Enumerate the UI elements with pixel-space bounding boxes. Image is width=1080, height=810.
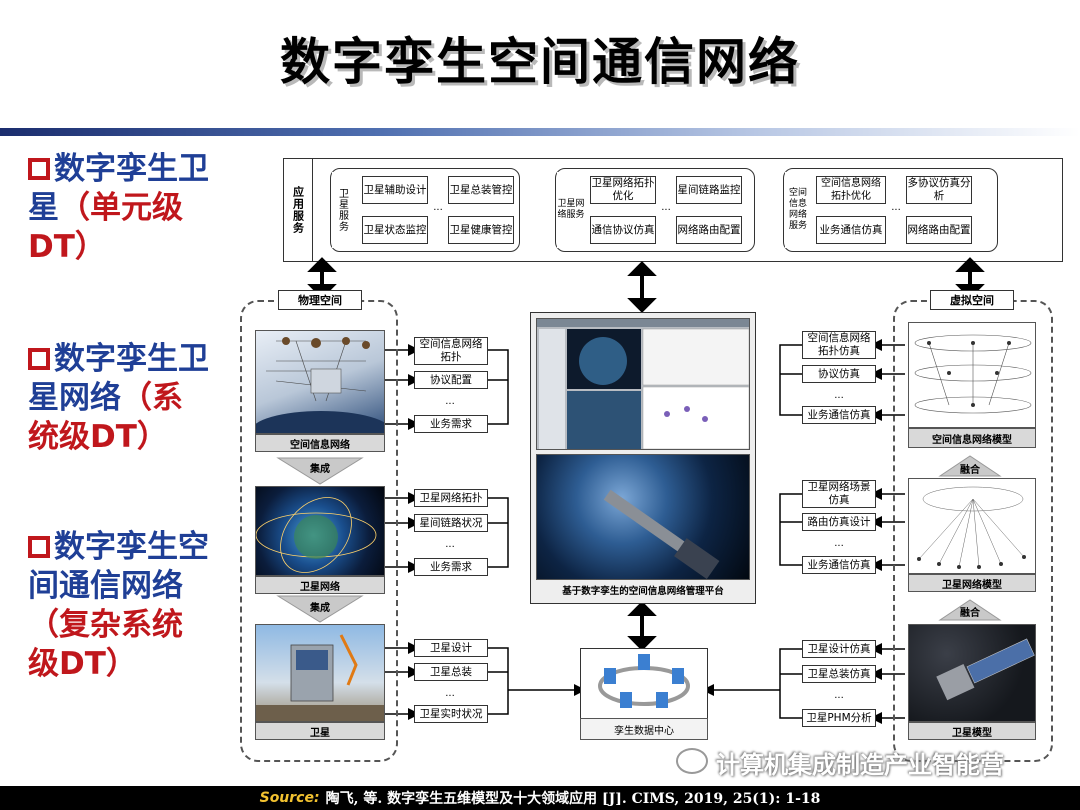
- app-item-topo-opt: 卫星网络拓扑优化: [590, 176, 656, 204]
- virtual-caption-1: 空间信息网络模型: [908, 428, 1036, 448]
- virtual-model-3-image: [908, 624, 1036, 722]
- physical-caption-2: 卫星网络: [255, 576, 385, 594]
- physical-attr-demand-2: 业务需求: [414, 558, 488, 576]
- merge-label: 集成: [310, 603, 330, 614]
- app-item-sat-design: 卫星辅助设计: [362, 176, 428, 204]
- dots: ...: [834, 390, 844, 401]
- dots: ...: [445, 396, 455, 407]
- physical-space-label: 物理空间: [278, 290, 362, 310]
- physical-attr-satnet-topology: 卫星网络拓扑: [414, 489, 488, 507]
- dots: ...: [891, 202, 901, 213]
- physical-caption-3: 卫星: [255, 722, 385, 740]
- square-bullet-icon: [28, 158, 50, 180]
- datacenter-caption: 孪生数据中心: [580, 718, 708, 740]
- virtual-attr-business-sim-2: 业务通信仿真: [802, 556, 876, 574]
- app-item-sat-assembly: 卫星总装管控: [448, 176, 514, 204]
- satellite-render-icon: [603, 489, 720, 579]
- virtual-attr-scene-sim: 卫星网络场景仿真: [802, 480, 876, 508]
- physical-attr-protocol: 协议配置: [414, 371, 488, 389]
- platform-screenshot-2: [536, 454, 750, 580]
- app-item-protocol-sim: 通信协议仿真: [590, 216, 656, 244]
- app-group-1-label: 卫星服务: [332, 172, 352, 248]
- left-item-space-network: 数字孪生空间通信网络（复杂系统级DT）: [28, 528, 213, 684]
- square-bullet-icon: [28, 536, 50, 558]
- left-item-1-level: （单元级: [59, 190, 183, 226]
- watermark: 计算机集成制造产业智能营: [716, 751, 1004, 779]
- page-title: 数字孪生空间通信网络: [280, 33, 800, 91]
- title-divider: [0, 128, 1080, 136]
- app-item-multi-protocol: 多协议仿真分析: [906, 176, 972, 204]
- physical-attr-demand-1: 业务需求: [414, 415, 488, 433]
- fusion-label: 融合: [960, 608, 980, 619]
- app-item-routing: 网络路由配置: [676, 216, 742, 244]
- platform-caption: 基于数字孪生的空间信息网络管理平台: [562, 585, 724, 597]
- app-item-business-sim: 业务通信仿真: [816, 216, 886, 244]
- virtual-attr-phm: 卫星PHM分析: [802, 709, 876, 727]
- app-item-routing-2: 网络路由配置: [906, 216, 972, 244]
- left-item-1-main: 数字孪生卫星: [28, 151, 209, 226]
- virtual-attr-design-sim: 卫星设计仿真: [802, 640, 876, 658]
- app-item-spacenet-topo: 空间信息网络拓扑优化: [816, 176, 886, 204]
- server-network-icon: [598, 654, 690, 708]
- virtual-attr-protocol-sim: 协议仿真: [802, 365, 876, 383]
- left-item-3-level2: 级DT）: [28, 646, 137, 682]
- source-bar: Source: 陶飞, 等. 数字孪生五维模型及十大领域应用 [J]. CIMS…: [0, 786, 1080, 810]
- left-item-satellite-network: 数字孪生卫星网络（系统级DT）: [28, 340, 213, 457]
- dots: ...: [834, 690, 844, 701]
- left-item-2-level2: 统级DT）: [28, 419, 168, 455]
- virtual-caption-3: 卫星模型: [908, 722, 1036, 740]
- square-bullet-icon: [28, 348, 50, 370]
- app-group-3-label: 空间信息网络服务: [785, 172, 811, 248]
- orbit-icon: [256, 497, 377, 573]
- wechat-icon: [676, 748, 708, 774]
- physical-attr-sat-design: 卫星设计: [414, 639, 488, 657]
- virtual-attr-assembly-sim: 卫星总装仿真: [802, 665, 876, 683]
- app-group-2-label: 卫星网络服务: [557, 172, 585, 248]
- app-item-sat-health: 卫星健康管控: [448, 216, 514, 244]
- virtual-space-label: 虚拟空间: [930, 290, 1014, 310]
- satellite-image: [255, 624, 385, 722]
- dots: ...: [445, 688, 455, 699]
- left-item-2-main: 数字孪生卫星网络: [28, 341, 209, 416]
- left-item-1-level2: DT）: [28, 229, 106, 265]
- source-citation: 陶飞, 等. 数字孪生五维模型及十大领域应用 [J]. CIMS, 2019, …: [325, 791, 821, 807]
- physical-caption-1: 空间信息网络: [255, 434, 385, 452]
- dots: ...: [834, 538, 844, 549]
- space-network-image: [255, 330, 385, 434]
- network-model-icon: [914, 334, 1032, 414]
- virtual-attr-business-sim-1: 业务通信仿真: [802, 406, 876, 424]
- app-service-label: 应用服务: [283, 158, 313, 262]
- left-item-3-level: （复杂系统: [28, 607, 183, 643]
- network-diagram-icon: [256, 337, 384, 433]
- virtual-model-2-image: [908, 478, 1036, 574]
- platform-screenshot-1: [536, 318, 750, 450]
- dots: ...: [445, 539, 455, 550]
- virtual-model-1-image: [908, 322, 1036, 428]
- satnet-model-icon: [917, 486, 1026, 569]
- physical-attr-topology: 空间信息网络拓扑: [414, 337, 488, 365]
- left-item-3-main: 数字孪生空间通信网络: [28, 529, 209, 604]
- virtual-attr-routing-sim: 路由仿真设计: [802, 513, 876, 531]
- merge-label: 集成: [310, 464, 330, 475]
- physical-attr-sat-assembly: 卫星总装: [414, 663, 488, 681]
- platform-ui-icon: [537, 319, 749, 449]
- source-label: Source:: [259, 790, 320, 806]
- satellite-assembly-icon: [256, 634, 384, 721]
- dots: ...: [433, 202, 443, 213]
- physical-attr-isl-status: 星间链路状况: [414, 514, 488, 532]
- physical-attr-sat-realtime: 卫星实时状况: [414, 705, 488, 723]
- app-item-isl-monitor: 星间链路监控: [676, 176, 742, 204]
- virtual-caption-2: 卫星网络模型: [908, 574, 1036, 592]
- satellite-network-image: [255, 486, 385, 576]
- app-item-sat-status: 卫星状态监控: [362, 216, 428, 244]
- left-item-2-level: （系: [121, 380, 183, 416]
- satellite-model-icon: [936, 638, 1035, 701]
- fusion-label: 融合: [960, 465, 980, 476]
- dots: ...: [661, 202, 671, 213]
- virtual-attr-topology-sim: 空间信息网络拓扑仿真: [802, 331, 876, 359]
